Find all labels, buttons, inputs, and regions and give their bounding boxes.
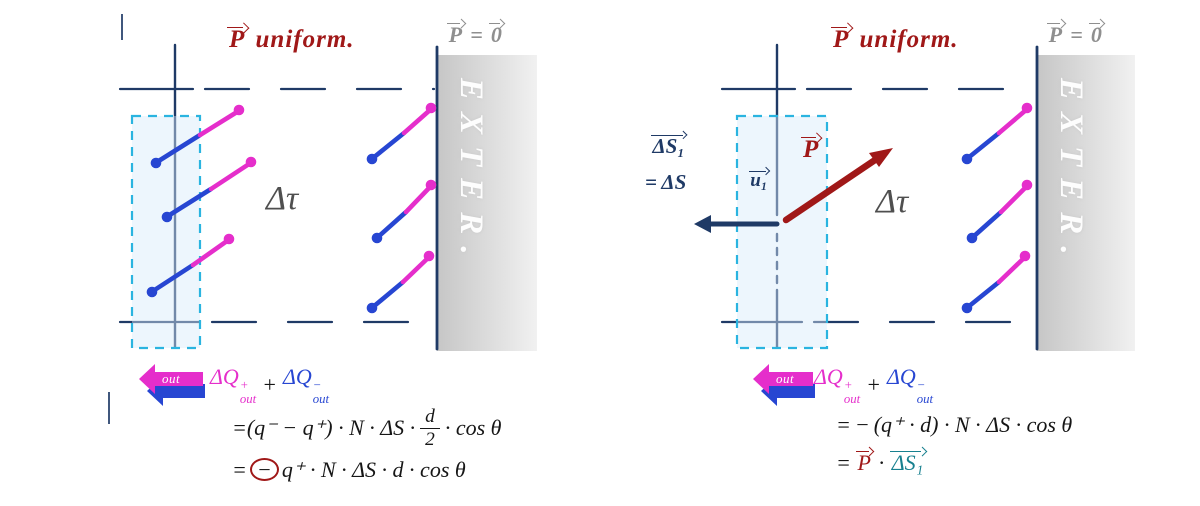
polarization-vector-label: P <box>800 136 821 164</box>
vector-zero-symbol: 0 <box>488 22 504 48</box>
equation-terms: (q⁺ · d) · N · ΔS · cos θ <box>873 412 1073 438</box>
out-arrow-label: out <box>776 371 795 386</box>
dipole <box>150 109 252 294</box>
dipole <box>965 107 1029 310</box>
plus-sign: + <box>866 372 881 398</box>
exterior-band <box>437 55 537 351</box>
normal-arrow <box>694 215 780 233</box>
vector-p-symbol: P <box>830 26 852 54</box>
vector-delta-s1-symbol: ΔS₁ <box>650 134 687 159</box>
vector-zero-symbol: 0 <box>1088 22 1104 48</box>
dipole <box>370 107 433 310</box>
exterior-band-label: EXTER. <box>1053 78 1089 267</box>
equation-line-1: ΔQ+out + ΔQ−out <box>210 364 502 406</box>
polarization-uniform-label: P uniform. <box>226 26 355 54</box>
delta-s1-label: ΔS₁ <box>650 134 687 159</box>
vector-p-symbol: P <box>855 450 874 476</box>
dipole-charges <box>146 104 257 298</box>
delta-q-plus-out: ΔQ+out <box>210 364 257 407</box>
vector-p-symbol: P <box>1046 22 1065 48</box>
equation-terms: (q⁻ − q⁺) · N · ΔS · <box>246 415 416 441</box>
volume-label: Δτ <box>876 183 909 220</box>
circled-minus: − <box>249 457 279 482</box>
minus-sign: − <box>854 412 870 438</box>
equation-line-3: = − q⁺ · N · ΔS · d · cos θ <box>232 451 502 489</box>
vector-p-symbol: P <box>446 22 465 48</box>
delta-q-minus-out: ΔQ−out <box>282 364 330 407</box>
equals-sign: = <box>836 450 851 476</box>
delta-q-plus-out: ΔQ+out <box>814 364 861 407</box>
out-arrow <box>753 364 815 406</box>
flux-equation-right: ΔQ+out + ΔQ−out = − (q⁺ · d) · N · ΔS · … <box>814 364 1072 482</box>
volume-label: Δτ <box>266 180 299 217</box>
equals-sign: = <box>232 456 247 482</box>
equation-terms: · cos θ <box>444 415 502 441</box>
exterior-band-label: EXTER. <box>453 78 489 267</box>
equals-sign: = <box>836 412 851 438</box>
boundary-lines <box>118 43 439 351</box>
integration-box <box>130 114 202 350</box>
delta-s-equality-label: = ΔS <box>645 170 687 194</box>
vector-p-symbol: P <box>226 26 248 54</box>
delta-q-minus-out: ΔQ−out <box>886 364 934 407</box>
plus-sign: + <box>262 372 277 398</box>
exterior-band <box>1037 55 1135 351</box>
vector-p-symbol: P <box>800 136 821 164</box>
vector-u1-symbol: u₁ <box>748 170 770 192</box>
equation-terms: q⁺ · N · ΔS · d · cos θ <box>281 456 466 482</box>
right-diagram <box>694 43 1135 406</box>
out-arrow <box>139 364 205 406</box>
left-diagram <box>108 14 537 424</box>
unit-normal-label: u₁ <box>748 170 770 192</box>
equation-line-1: ΔQ+out + ΔQ−out <box>814 364 1072 406</box>
polarization-arrow <box>782 148 893 224</box>
boundary-lines <box>720 43 1039 351</box>
equation-line-3: = P · ΔS₁ <box>836 444 1072 482</box>
dipole-charges <box>366 102 437 314</box>
vector-delta-s1-symbol: ΔS₁ <box>889 450 926 476</box>
equation-line-2: = − (q⁺ · d) · N · ΔS · cos θ <box>836 406 1072 444</box>
dot-operator: · <box>878 450 885 476</box>
zero-polarization-label: P = 0 <box>1046 22 1105 48</box>
zero-polarization-label: P = 0 <box>446 22 505 48</box>
flux-equation-left: ΔQ+out + ΔQ−out = (q⁻ − q⁺) · N · ΔS · d… <box>210 364 502 489</box>
dipole-charges <box>961 102 1033 314</box>
out-arrow-label: out <box>162 371 181 386</box>
polarization-uniform-label: P uniform. <box>830 26 959 54</box>
equals-sign: = <box>232 415 247 441</box>
